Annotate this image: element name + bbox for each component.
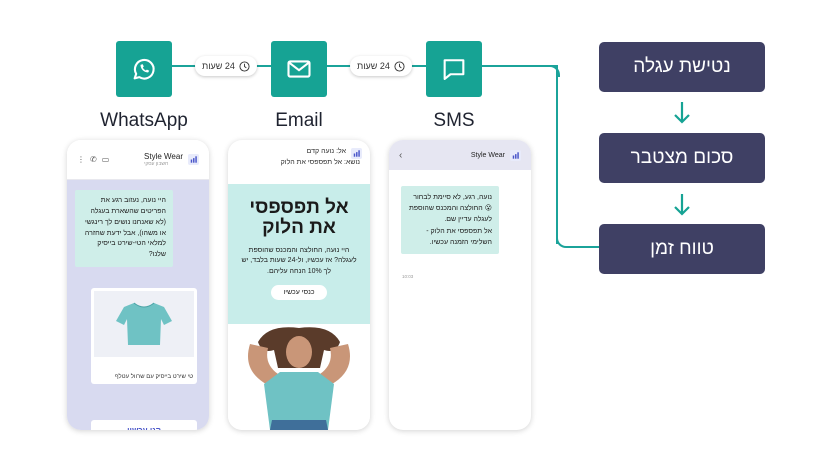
model-photo [228,324,370,430]
product-caption: טי שירט בייסיק עם שרוול עטלף [114,374,193,380]
clock-icon [239,60,250,72]
phone-icon[interactable]: ✆ [90,155,97,164]
sms-message: נועה, רגע, לא סיימת לבחור 😮 החולצה והמכנ… [401,186,499,254]
email-headline-2: את הלוק [262,216,336,238]
whatsapp-phone: ⋮ ✆ ▭ Style Wear חשבון עסקי היי נועה, נע… [67,140,209,430]
delay-text: 24 שעות [202,61,235,71]
delay-text: 24 שעות [357,61,390,71]
brand-logo-icon [510,149,521,161]
back-chevron-icon[interactable]: ‹ [399,149,403,161]
more-icon[interactable]: ⋮ [77,155,85,164]
whatsapp-header: ⋮ ✆ ▭ Style Wear חשבון עסקי [67,140,209,180]
whatsapp-brand: Style Wear [144,151,183,161]
product-card[interactable]: טי שירט בייסיק עם שרוול עטלף [91,288,197,384]
delay-pill-2: 24 שעות [350,56,412,76]
whatsapp-icon [133,58,155,80]
email-to: אל: נועה קדם [306,148,346,155]
connector-vertical [556,66,558,244]
whatsapp-tile[interactable] [116,41,172,97]
product-image [94,291,194,357]
sms-line-2: 😮 החולצה והמכנס שהוספת לעגלה עדיין שם. [408,205,492,224]
brand-logo-icon [351,148,362,159]
channel-label-whatsapp: WhatsApp [100,110,188,131]
email-hero: אל תפספסי את הלוק היי נועה, החולצה והמכנ… [228,184,370,324]
channel-label-sms: SMS [433,110,475,131]
email-subject: נושא: אל תפספסי את הלוק [280,159,360,167]
sms-line-4: השלימי הזמנה עכשיו. [429,238,492,246]
connector-corner [548,65,560,77]
whatsapp-sub: חשבון עסקי [144,161,169,168]
arrow-down-icon [674,102,690,124]
email-headline-1: אל תפספסי [249,197,349,218]
delay-pill-1: 24 שעות [195,56,257,76]
clock-icon [394,60,405,72]
emoji-icon: 😮 [484,205,492,213]
brand-logo-icon [188,154,199,165]
trigger-accumulated-sum[interactable]: סכום מצטבר [599,133,765,183]
sms-tile[interactable] [426,41,482,97]
sms-header: ‹ Style Wear [389,140,531,170]
chat-icon [443,59,465,80]
email-body: היי נועה, החולצה והמכנס שהוספת לעגלה? אז… [241,246,357,275]
tshirt-icon [116,302,172,345]
connector-sms-out [482,65,558,67]
email-phone: אל: נועה קדם נושא: אל תפספסי את הלוק אל … [228,140,370,430]
buy-now-button[interactable]: קני עכשיו [91,420,197,430]
trigger-time-range[interactable]: טווח זמן [599,224,765,274]
connector-to-trigger [566,246,600,248]
sms-line-3: אל תפספסי את הלוק - [426,227,492,235]
channel-label-email: Email [275,110,323,131]
sms-line-1: נועה, רגע, לא סיימת לבחור [413,194,492,201]
sms-brand: Style Wear [470,151,505,159]
arrow-down-icon [674,194,690,216]
video-icon[interactable]: ▭ [101,155,110,164]
mail-icon [287,60,311,78]
email-header: אל: נועה קדם נושא: אל תפספסי את הלוק [228,140,370,184]
whatsapp-message: היי נועה, נעזוב רגע את הפריטים שהשארת בע… [75,190,173,268]
connector-corner-bottom [556,236,568,248]
enter-now-button[interactable]: כנסי עכשיו [271,285,327,301]
email-tile[interactable] [271,41,327,97]
whatsapp-chat: היי נועה, נעזוב רגע את הפריטים שהשארת בע… [67,180,209,430]
sms-phone: ‹ Style Wear נועה, רגע, לא סיימת לבחור 😮… [389,140,531,430]
sms-timestamp: 10:03 [402,274,414,279]
trigger-cart-abandon[interactable]: נטישת עגלה [599,42,765,92]
model-illustration [248,327,350,430]
